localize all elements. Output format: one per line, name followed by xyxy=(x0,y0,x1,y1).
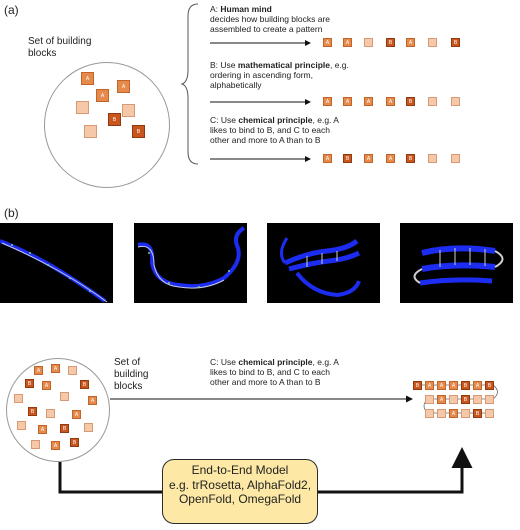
seq-block xyxy=(449,395,458,404)
model-title: End-to-End Model xyxy=(191,463,289,477)
seq-block: A xyxy=(437,395,446,404)
seq-block xyxy=(451,154,460,163)
seq-block: A xyxy=(364,154,373,163)
protein-folding-image-4 xyxy=(400,223,513,303)
block-c xyxy=(76,101,89,114)
option-b-text: B: Use mathematical principle, e.g. orde… xyxy=(210,60,349,90)
block-c xyxy=(14,394,23,403)
option-c-text: C: Use chemical principle, e.g. A likes … xyxy=(210,115,339,145)
seq-block: A xyxy=(406,38,415,47)
block-b: B xyxy=(28,407,37,416)
curly-brace xyxy=(180,3,199,165)
block-a: A xyxy=(42,381,51,390)
seq-block: B xyxy=(386,38,395,47)
block-a: A xyxy=(51,441,60,450)
block-b: B xyxy=(80,380,89,389)
block-a: A xyxy=(72,410,81,419)
set-of-building-blocks-label: Set of building blocks xyxy=(28,36,92,59)
seq-block: B xyxy=(406,97,415,106)
seq-block: A xyxy=(323,38,332,47)
option-c-text-b: C: Use chemical principle, e.g. A likes … xyxy=(210,357,339,387)
block-c xyxy=(17,421,26,430)
seq-block xyxy=(428,97,437,106)
seq-block xyxy=(364,38,373,47)
end-to-end-model-box: End-to-End Model e.g. trRosetta, AlphaFo… xyxy=(162,459,318,524)
seq-block: B xyxy=(461,381,470,390)
seq-block xyxy=(428,38,437,47)
seq-block xyxy=(485,409,494,418)
seq-block: A xyxy=(473,381,482,390)
seq-block: B xyxy=(451,38,460,47)
panel-b-label: (b) xyxy=(4,206,19,220)
seq-block xyxy=(428,154,437,163)
seq-block: B xyxy=(473,409,482,418)
block-c xyxy=(46,409,55,418)
block-a: A xyxy=(117,80,130,93)
seq-block: A xyxy=(364,97,373,106)
seq-block: A xyxy=(323,97,332,106)
block-c xyxy=(60,392,69,401)
seq-block: B xyxy=(485,381,494,390)
seq-block: A xyxy=(386,154,395,163)
block-c xyxy=(84,423,93,432)
seq-block: B xyxy=(461,395,470,404)
seq-block xyxy=(425,395,434,404)
seq-block: A xyxy=(437,381,446,390)
seq-block: A xyxy=(449,381,458,390)
block-a: A xyxy=(38,425,47,434)
seq-block xyxy=(437,409,446,418)
building-blocks-circle xyxy=(44,62,170,188)
block-b: B xyxy=(70,438,79,447)
seq-block xyxy=(473,395,482,404)
block-a: A xyxy=(34,366,43,375)
protein-folding-image-1 xyxy=(0,223,113,303)
protein-folding-image-2 xyxy=(134,223,247,303)
block-c xyxy=(84,125,97,138)
seq-block: A xyxy=(386,97,395,106)
model-examples-line2: OpenFold, OmegaFold xyxy=(178,492,302,506)
panel-a-label: (a) xyxy=(4,3,19,17)
option-a-text: A: Human mind decides how building block… xyxy=(210,4,331,34)
seq-block xyxy=(451,97,460,106)
block-a: A xyxy=(96,89,109,102)
seq-block: B xyxy=(406,154,415,163)
seq-block: B xyxy=(413,381,422,390)
building-blocks-circle-b xyxy=(6,358,110,462)
arrows-panel-a xyxy=(210,40,311,162)
block-a: A xyxy=(51,364,60,373)
seq-block: B xyxy=(343,154,352,163)
set-of-building-blocks-label-b: Set of building blocks xyxy=(114,357,149,392)
seq-block: A xyxy=(449,409,458,418)
seq-block xyxy=(485,395,494,404)
protein-folding-image-3 xyxy=(267,223,380,303)
block-b: B xyxy=(60,424,69,433)
seq-block: A xyxy=(343,38,352,47)
block-b: B xyxy=(25,379,34,388)
block-a: A xyxy=(88,396,97,405)
block-c xyxy=(122,104,135,117)
block-c xyxy=(31,440,40,449)
model-examples-line1: e.g. trRosetta, AlphaFold2, xyxy=(168,477,312,492)
seq-block: A xyxy=(425,381,434,390)
block-c xyxy=(68,366,77,375)
seq-block: A xyxy=(343,97,352,106)
seq-block xyxy=(461,409,470,418)
block-a: A xyxy=(81,72,94,85)
seq-block xyxy=(425,409,434,418)
block-b: B xyxy=(132,125,145,138)
seq-block: A xyxy=(323,154,332,163)
block-b: B xyxy=(108,113,121,126)
